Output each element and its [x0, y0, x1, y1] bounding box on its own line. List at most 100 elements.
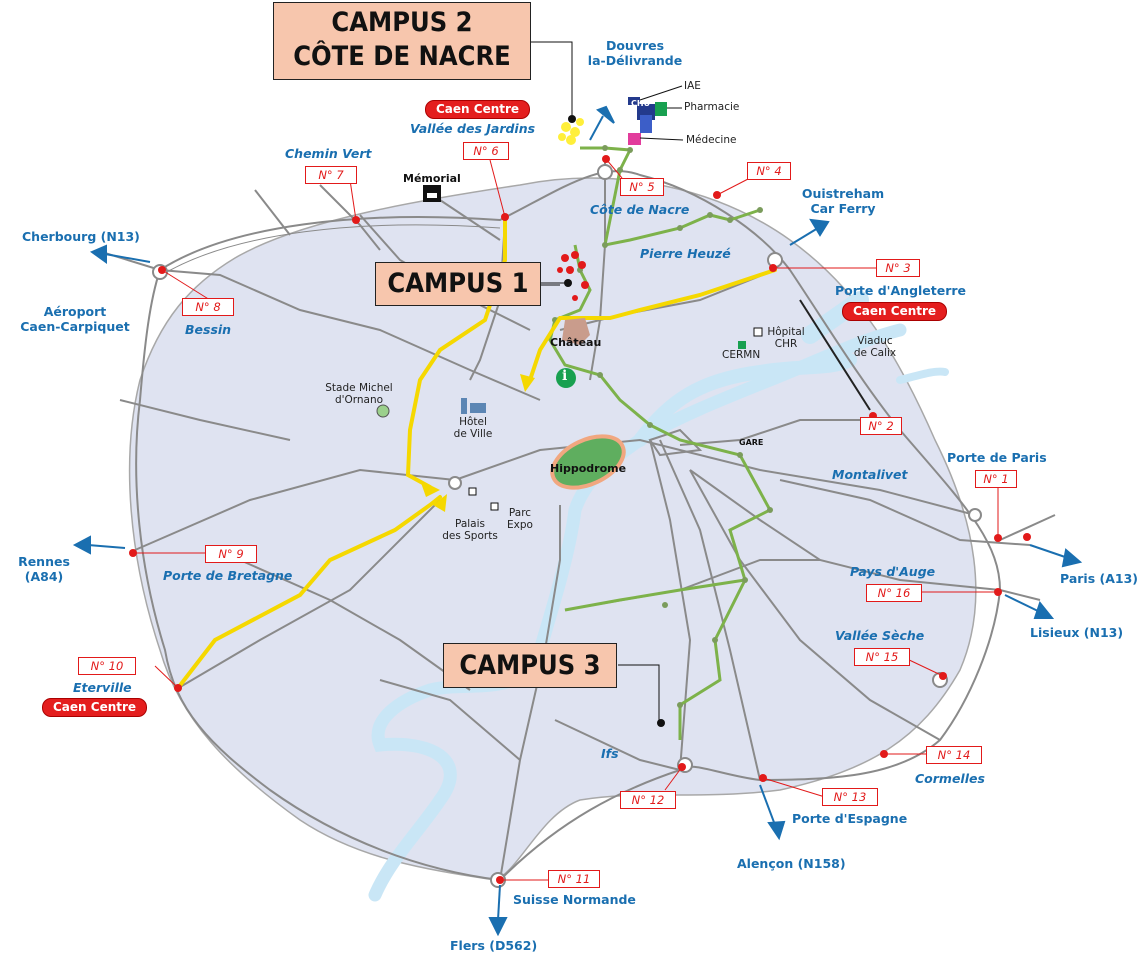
place-hopital-line2: CHR: [774, 338, 798, 350]
district-porte-paris: Porte de Paris: [947, 450, 1047, 465]
exit-n13: N° 13: [822, 788, 878, 806]
hippodrome-track: [550, 434, 626, 490]
destination-flers: Flers (D562): [450, 938, 538, 953]
campus1-site: [557, 251, 589, 301]
destination-aeroport: Aéroport Caen-Carpiquet: [0, 304, 150, 334]
exit-n16: N° 16: [866, 584, 922, 602]
place-memorial: Mémorial: [403, 172, 461, 185]
exit-n15: N° 15: [854, 648, 910, 666]
chateau-icon: [562, 318, 590, 345]
district-eterville: Eterville: [73, 680, 132, 695]
place-hopital-line1: Hôpital: [767, 326, 805, 338]
exit-n10: N° 10: [78, 657, 136, 675]
district-pierre-heuze: Pierre Heuzé: [640, 246, 731, 261]
district-pays-auge: Pays d'Auge: [850, 564, 936, 579]
destination-aeroport-line1: Aéroport: [43, 304, 107, 319]
place-hotel-ville: Hôtel de Ville: [448, 416, 498, 440]
parc-expo-icon: [490, 502, 499, 511]
exit-n14: N° 14: [926, 746, 982, 764]
place-viaduc-line2: de Calix: [853, 347, 897, 359]
exit-n5: N° 5: [620, 178, 664, 196]
exit-n9: N° 9: [205, 545, 257, 563]
destination-arrows: [72, 105, 1083, 937]
destination-douvres-line1: Douvres: [605, 38, 665, 53]
exit-n1: N° 1: [975, 470, 1017, 488]
district-porte-espagne: Porte d'Espagne: [792, 811, 908, 826]
palais-sports-icon: [468, 487, 477, 496]
district-cormelles: Cormelles: [915, 771, 985, 786]
place-viaduc-line1: Viaduc: [857, 335, 893, 347]
district-porte-bretagne: Porte de Bretagne: [163, 568, 293, 583]
destination-alencon: Alençon (N158): [737, 856, 846, 871]
exit-n11: N° 11: [548, 870, 600, 888]
hotel-ville-icon: [461, 398, 467, 414]
destination-aeroport-line2: Caen-Carpiquet: [20, 319, 130, 334]
exit-n8: N° 8: [182, 298, 234, 316]
place-palais-sports-line2: des Sports: [442, 530, 498, 542]
place-parc-expo-line1: Parc: [508, 507, 532, 519]
destination-lisieux: Lisieux (N13): [1030, 625, 1124, 640]
district-porte-angleterre: Porte d'Angleterre: [835, 283, 967, 298]
place-palais-sports-line1: Palais: [454, 518, 486, 530]
district-bessin: Bessin: [185, 322, 232, 337]
destination-cherbourg: Cherbourg (N13): [22, 229, 140, 244]
place-parc-expo-line2: Expo: [507, 519, 533, 531]
destination-douvres: Douvres la-Délivrande: [583, 38, 687, 68]
place-stade-line1: Stade Michel: [325, 382, 393, 394]
place-pharmacie: Pharmacie: [684, 101, 740, 113]
chu-block: [628, 85, 684, 145]
exit-n12: N° 12: [620, 791, 676, 809]
place-hotel-ville-line2: de Ville: [453, 428, 493, 440]
stadium-icon: [376, 404, 390, 418]
roads: [104, 160, 1056, 882]
destination-ouistreham: Ouistreham Car Ferry: [795, 186, 891, 216]
district-montalivet: Montalivet: [832, 467, 908, 482]
campus2-title: CAMPUS 2: [331, 7, 473, 38]
destination-rennes: Rennes (A84): [16, 554, 72, 584]
place-chu: CHU: [631, 99, 651, 108]
place-medecine: Médecine: [686, 134, 737, 146]
district-vallee-jardins: Vallée des Jardins: [410, 121, 536, 136]
district-chemin-vert: Chemin Vert: [285, 146, 372, 161]
place-chateau: Château: [550, 336, 602, 349]
campus2-subtitle: CÔTE DE NACRE: [293, 41, 511, 72]
campus3-box: CAMPUS 3: [443, 643, 617, 688]
destination-ouistreham-line1: Ouistreham: [801, 186, 885, 201]
exit-n7: N° 7: [305, 166, 357, 184]
place-parc-expo: Parc Expo: [500, 507, 540, 531]
campus3-point: [657, 719, 665, 727]
tram-stops: [552, 145, 773, 708]
campus2-box: CAMPUS 2 CÔTE DE NACRE: [273, 2, 531, 80]
place-iae: IAE: [684, 80, 701, 92]
destination-ouistreham-line2: Car Ferry: [810, 201, 876, 216]
destination-rennes-line2: (A84): [24, 569, 64, 584]
railway-line: [799, 299, 871, 411]
route-arrowheads: [420, 374, 535, 512]
place-palais-sports: Palais des Sports: [440, 518, 500, 542]
place-stade: Stade Michel d'Ornano: [320, 382, 398, 406]
destination-douvres-line2: la-Délivrande: [587, 53, 683, 68]
district-suisse-normande: Suisse Normande: [513, 892, 636, 907]
exit-leaders: [133, 158, 999, 881]
district-cote-nacre: Côte de Nacre: [590, 202, 690, 217]
place-gare: GARE: [739, 438, 764, 447]
exit-n4: N° 4: [747, 162, 791, 180]
info-icon: [556, 368, 576, 388]
place-stade-line2: d'Ornano: [334, 394, 384, 406]
place-hopital: Hôpital CHR: [762, 326, 810, 350]
place-viaduc: Viaduc de Calix: [850, 335, 900, 359]
campus2-site: [558, 118, 584, 145]
campus1-box: CAMPUS 1: [375, 262, 541, 306]
caen-centre-badge-north: Caen Centre: [425, 100, 531, 119]
cermn-icon: [738, 341, 746, 349]
place-hippodrome: Hippodrome: [550, 462, 627, 475]
exit-n2: N° 2: [860, 417, 902, 435]
place-cermn: CERMN: [722, 349, 761, 361]
campus2-point: [568, 115, 576, 123]
place-hotel-ville-line1: Hôtel: [459, 416, 487, 428]
destination-paris: Paris (A13): [1060, 571, 1138, 586]
caen-centre-badge-west: Caen Centre: [42, 698, 148, 717]
info-icon-label: i: [562, 368, 568, 384]
district-ifs: Ifs: [601, 746, 619, 761]
